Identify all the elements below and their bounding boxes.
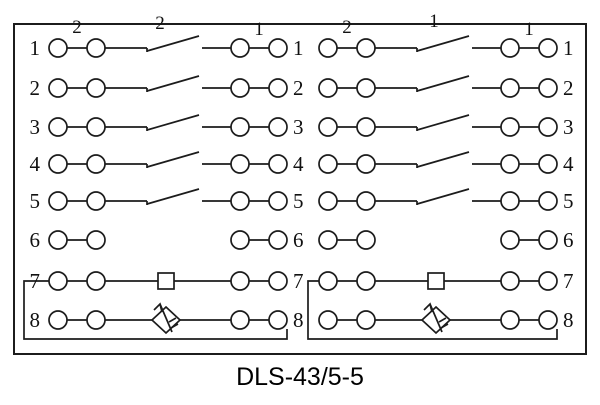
right-coil-loop-wire <box>307 280 558 340</box>
armature-arrow-feather <box>170 323 179 329</box>
terminal-pair <box>230 230 288 250</box>
row-number: 8 <box>293 308 304 332</box>
row-5: 5 5 5 <box>30 188 574 213</box>
switch-contact <box>374 75 502 93</box>
row-3: 3 3 3 <box>30 114 574 139</box>
armature-arrow-head <box>423 302 433 313</box>
contact-group-label: 2 <box>72 17 82 38</box>
row-number: 6 <box>563 228 574 252</box>
switch-contact <box>374 114 502 132</box>
switch-contact <box>104 35 232 53</box>
row-number: 2 <box>30 76 41 100</box>
row-number: 4 <box>30 152 41 176</box>
switch-contact <box>374 35 502 53</box>
contact-group-label: 1 <box>429 11 439 32</box>
left-coil-loop-wire <box>23 280 288 340</box>
terminal-pair <box>318 230 376 250</box>
terminal-pair <box>48 117 106 137</box>
terminal-pair <box>318 271 376 291</box>
row-7: 7 7 7 <box>30 269 574 293</box>
terminal-pair <box>48 154 106 174</box>
row-number: 1 <box>563 36 574 60</box>
row-number: 6 <box>30 228 41 252</box>
row-2: 2 2 2 <box>30 75 574 100</box>
coil-element <box>157 272 175 290</box>
row-number: 6 <box>293 228 304 252</box>
row-number: 1 <box>293 36 304 60</box>
row-number: 2 <box>563 76 574 100</box>
terminal-pair <box>318 38 376 58</box>
diagram-caption: DLS-43/5-5 <box>236 363 364 391</box>
row-number: 1 <box>30 36 41 60</box>
row-number: 2 <box>293 76 304 100</box>
row-8: 8 8 8 <box>30 302 574 335</box>
coil-element <box>427 272 445 290</box>
switch-contact <box>104 114 232 132</box>
terminal-pair <box>318 78 376 98</box>
terminal-pair <box>318 310 376 330</box>
terminal-pair <box>500 310 558 330</box>
terminal-pair <box>48 310 106 330</box>
contact-group-label: 1 <box>254 19 264 40</box>
terminal-pair <box>230 310 288 330</box>
terminal-pair <box>48 271 106 291</box>
terminal-pair <box>48 38 106 58</box>
row-number: 4 <box>293 152 304 176</box>
terminal-pair <box>318 117 376 137</box>
terminal-pair <box>230 271 288 291</box>
row-number: 4 <box>563 152 574 176</box>
terminal-pair <box>230 117 288 137</box>
row-4: 4 4 4 <box>30 151 574 176</box>
switch-contact <box>374 151 502 169</box>
contact-group-label: 2 <box>155 13 165 34</box>
relay-case-outline <box>13 23 587 355</box>
row-number: 8 <box>30 308 41 332</box>
armature-arrow-head <box>153 302 163 313</box>
contact-group-label: 1 <box>524 19 534 40</box>
terminal-pair <box>500 230 558 250</box>
row-6: 6 6 6 <box>30 228 574 252</box>
terminal-pair <box>48 191 106 211</box>
switch-contact <box>104 188 232 206</box>
terminal-pair <box>500 191 558 211</box>
switch-contact <box>104 151 232 169</box>
terminal-pair <box>500 78 558 98</box>
terminal-pair <box>48 78 106 98</box>
switch-contact <box>104 75 232 93</box>
terminal-pair <box>230 154 288 174</box>
terminal-pair <box>318 191 376 211</box>
terminal-pair <box>48 230 106 250</box>
terminal-pair <box>230 191 288 211</box>
row-number: 3 <box>293 115 304 139</box>
terminal-pair <box>230 38 288 58</box>
row-number: 3 <box>563 115 574 139</box>
row-number: 7 <box>563 269 574 293</box>
contact-group-label: 2 <box>342 17 352 38</box>
terminal-pair <box>500 38 558 58</box>
terminal-pair <box>500 117 558 137</box>
terminal-pair <box>500 271 558 291</box>
terminal-pair <box>318 154 376 174</box>
terminal-pair <box>500 154 558 174</box>
switch-contact <box>374 188 502 206</box>
row-number: 7 <box>293 269 304 293</box>
row-number: 8 <box>563 308 574 332</box>
row-number: 3 <box>30 115 41 139</box>
terminal-pair <box>230 78 288 98</box>
row-number: 7 <box>30 269 41 293</box>
armature-arrow-feather <box>440 323 449 329</box>
row-number: 5 <box>30 189 41 213</box>
row-1: 1 1 1 <box>30 35 574 60</box>
row-number: 5 <box>293 189 304 213</box>
armature-arrow-feather <box>168 317 177 323</box>
armature-arrow-feather <box>438 317 447 323</box>
row-number: 5 <box>563 189 574 213</box>
